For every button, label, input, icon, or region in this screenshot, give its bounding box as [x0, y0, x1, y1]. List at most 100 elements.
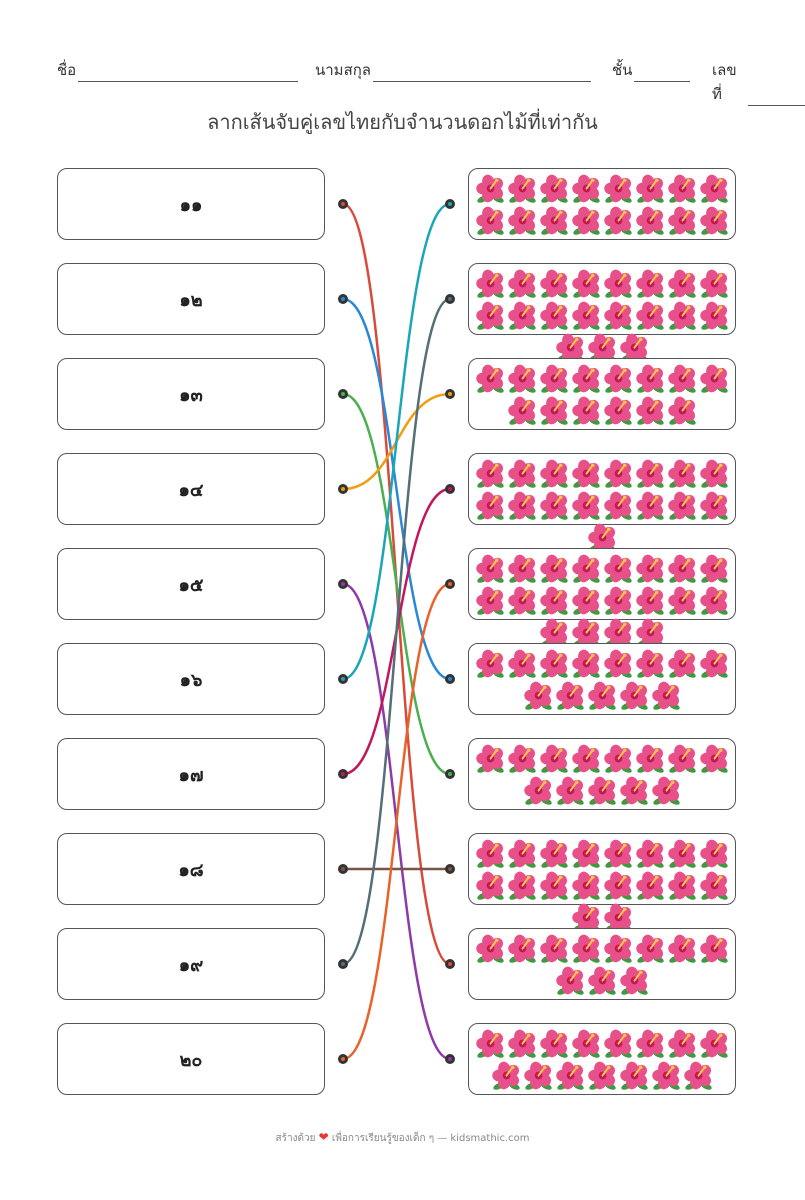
hibiscus-flower-icon — [539, 839, 568, 868]
hibiscus-flower-icon — [635, 269, 664, 298]
flower-row — [469, 648, 735, 679]
hibiscus-flower-icon — [587, 776, 616, 805]
name-label: ชื่อ — [57, 61, 77, 79]
number-box[interactable]: ๒๐ — [57, 1023, 325, 1095]
flower-row — [469, 965, 735, 996]
hibiscus-flower-icon — [571, 586, 600, 615]
class-field[interactable]: ชั้น — [612, 58, 691, 82]
hibiscus-flower-icon — [635, 1029, 664, 1058]
hibiscus-flower-icon — [571, 396, 600, 425]
flower-box[interactable] — [468, 548, 736, 647]
hibiscus-flower-icon — [667, 744, 696, 773]
thai-number: ๑๕ — [178, 574, 204, 596]
hibiscus-flower-icon — [619, 681, 648, 710]
hibiscus-flower-icon — [635, 554, 664, 583]
hibiscus-flower-icon — [667, 459, 696, 488]
number-box[interactable]: ๑๒ — [57, 263, 325, 335]
hibiscus-flower-icon — [635, 871, 664, 900]
hibiscus-flower-icon — [603, 934, 632, 963]
thai-number: ๑๙ — [178, 954, 204, 976]
hibiscus-flower-icon — [507, 554, 536, 583]
number-box[interactable]: ๑๘ — [57, 833, 325, 905]
hibiscus-flower-icon — [507, 744, 536, 773]
hibiscus-flower-icon — [475, 871, 504, 900]
number-field[interactable]: เลขที่ — [712, 58, 805, 106]
footer: สร้างด้วย ❤ เพื่อการเรียนรู้ของเด็ก ๆ — … — [0, 1130, 805, 1146]
hibiscus-flower-icon — [507, 586, 536, 615]
hibiscus-flower-icon — [667, 871, 696, 900]
hibiscus-flower-icon — [603, 206, 632, 235]
connector-dot-center — [448, 297, 452, 301]
connector-dot-center — [341, 772, 345, 776]
name-field[interactable]: ชื่อ — [57, 58, 299, 82]
hibiscus-flower-icon — [507, 459, 536, 488]
hibiscus-flower-icon — [699, 174, 728, 203]
hibiscus-flower-icon — [507, 491, 536, 520]
flower-row — [469, 585, 735, 616]
hibiscus-flower-icon — [667, 934, 696, 963]
flower-box[interactable] — [468, 928, 736, 1000]
hibiscus-flower-icon — [571, 301, 600, 330]
hibiscus-flower-icon — [507, 269, 536, 298]
hibiscus-flower-icon — [667, 364, 696, 393]
connector-dot-center — [341, 1057, 345, 1061]
flower-box[interactable] — [468, 358, 736, 430]
surname-line — [373, 67, 591, 82]
hibiscus-flower-icon — [523, 776, 552, 805]
hibiscus-flower-icon — [555, 776, 584, 805]
flower-box[interactable] — [468, 833, 736, 932]
hibiscus-flower-icon — [475, 459, 504, 488]
hibiscus-flower-icon — [635, 364, 664, 393]
hibiscus-flower-icon — [571, 459, 600, 488]
flower-box[interactable] — [468, 453, 736, 552]
name-line — [78, 67, 299, 82]
number-box[interactable]: ๑๑ — [57, 168, 325, 240]
connector-dot-center — [341, 582, 345, 586]
connector-dot-center — [448, 202, 452, 206]
flower-row — [469, 680, 735, 711]
number-box[interactable]: ๑๙ — [57, 928, 325, 1000]
hibiscus-flower-icon — [571, 649, 600, 678]
connector-dot-center — [448, 772, 452, 776]
surname-field[interactable]: นามสกุล — [315, 58, 591, 82]
flower-row — [469, 553, 735, 584]
hibiscus-flower-icon — [667, 649, 696, 678]
flower-box[interactable] — [468, 168, 736, 240]
hibiscus-flower-icon — [539, 301, 568, 330]
hibiscus-flower-icon — [539, 491, 568, 520]
surname-label: นามสกุล — [315, 61, 371, 79]
hibiscus-flower-icon — [571, 174, 600, 203]
number-box[interactable]: ๑๓ — [57, 358, 325, 430]
flower-box[interactable] — [468, 263, 736, 362]
number-box[interactable]: ๑๖ — [57, 643, 325, 715]
flower-box[interactable] — [468, 738, 736, 810]
hibiscus-flower-icon — [699, 364, 728, 393]
hibiscus-flower-icon — [635, 618, 664, 647]
hibiscus-flower-icon — [651, 1061, 680, 1090]
flower-row — [469, 870, 735, 901]
flower-box[interactable] — [468, 643, 736, 715]
hibiscus-flower-icon — [603, 871, 632, 900]
hibiscus-flower-icon — [539, 586, 568, 615]
class-line — [634, 67, 691, 82]
hibiscus-flower-icon — [539, 174, 568, 203]
hibiscus-flower-icon — [651, 776, 680, 805]
hibiscus-flower-icon — [699, 871, 728, 900]
hibiscus-flower-icon — [699, 491, 728, 520]
hibiscus-flower-icon — [699, 1029, 728, 1058]
number-box[interactable]: ๑๕ — [57, 548, 325, 620]
hibiscus-flower-icon — [475, 1029, 504, 1058]
flower-box[interactable] — [468, 1023, 736, 1095]
flower-row — [469, 300, 735, 331]
number-box[interactable]: ๑๔ — [57, 453, 325, 525]
connector-dot-center — [341, 297, 345, 301]
hibiscus-flower-icon — [475, 174, 504, 203]
hibiscus-flower-icon — [667, 554, 696, 583]
hibiscus-flower-icon — [475, 744, 504, 773]
number-box[interactable]: ๑๗ — [57, 738, 325, 810]
flower-row — [469, 205, 735, 236]
hibiscus-flower-icon — [539, 206, 568, 235]
hibiscus-flower-icon — [555, 1061, 584, 1090]
hibiscus-flower-icon — [571, 491, 600, 520]
hibiscus-flower-icon — [635, 459, 664, 488]
